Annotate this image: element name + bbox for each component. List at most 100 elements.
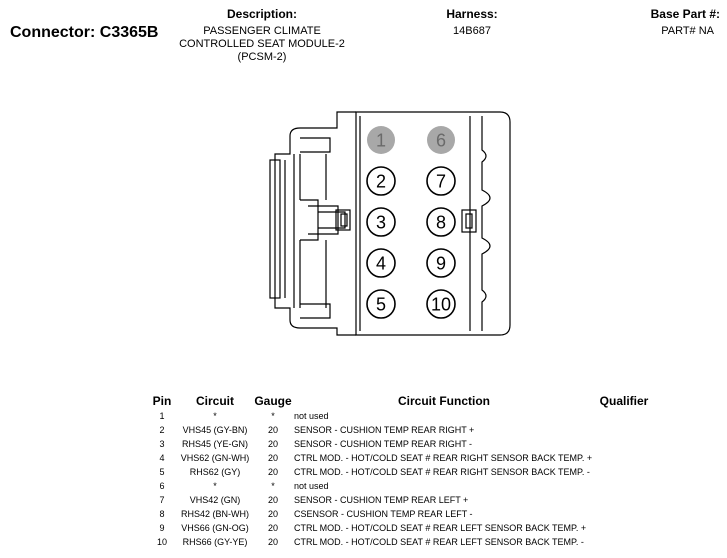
description-value: PASSENGER CLIMATE CONTROLLED SEAT MODULE… [160,25,364,64]
cell-circuit: RHS45 (YE-GN) [181,439,248,449]
cell-qualifier [594,493,654,507]
cell-pin: 9 [159,523,165,533]
cell-function: SENSOR - CUSHION TEMP REAR RIGHT + [294,425,475,435]
pin-cavity-1: 1 [367,126,395,154]
pin-cavity-4: 4 [366,248,396,278]
cell-function: SENSOR - CUSHION TEMP REAR LEFT + [294,495,469,505]
connector-housing [269,111,511,336]
description-line: PASSENGER CLIMATE [203,25,321,37]
pin-cavity-8: 8 [426,207,456,237]
pin-number: 6 [436,131,446,151]
cell-pin: 3 [159,439,165,449]
connector-face-diagram: 1 6 2 7 3 8 4 9 5 10 [269,111,511,336]
base-part-value: PART# NA [661,25,714,37]
pin-circle [367,126,395,154]
pin-circle [366,289,396,319]
cell-gauge: * [271,411,275,421]
cell-circuit: * [213,481,217,491]
cell-qualifier [594,465,654,479]
cell-function: CTRL MOD. - HOT/COLD SEAT # REAR LEFT SE… [294,523,587,533]
cell-function: not used [294,481,329,491]
pin-number: 8 [436,213,446,233]
header-gauge: Gauge [254,394,292,408]
cell-pin: 2 [159,425,165,435]
pin-number: 5 [376,295,386,315]
header-circuit-function: Circuit Function [398,394,490,408]
connector-label: Connector: C3365B [10,24,159,41]
header-qualifier: Qualifier [599,394,649,408]
pin-number: 1 [376,131,386,151]
cell-gauge: 20 [267,453,278,463]
pin-circle [366,166,396,196]
pin-circle [426,289,456,319]
cell-gauge: 20 [267,425,278,435]
cell-qualifier [594,521,654,535]
cell-circuit: RHS62 (GY) [189,467,241,477]
cell-gauge: 20 [267,439,278,449]
pin-cavity-9: 9 [426,248,456,278]
table-row: 1**not used [146,409,654,423]
cell-qualifier [594,451,654,465]
cell-circuit: VHS66 (GN-OG) [181,523,249,533]
pin-layer: 1 6 2 7 3 8 4 9 5 10 [366,126,456,319]
pin-table: Pin Circuit Gauge Circuit Function Quali… [146,393,654,549]
pin-cavity-2: 2 [366,166,396,196]
pin-circle [426,166,456,196]
harness-value: 14B687 [453,25,491,37]
description-title: Description: [226,7,297,21]
cell-pin: 7 [159,495,165,505]
table-row: 6**not used [146,479,654,493]
cell-qualifier [594,423,654,437]
table-row: 8 RHS42 (BN-WH) 20 CSENSOR - CUSHION TEMP R… [146,507,654,521]
cell-circuit: VHS62 (GN-WH) [180,453,250,463]
pin-cavity-6: 6 [427,126,455,154]
table-row: 7 VHS42 (GN) 20 SENSOR - CUSHION TEMP REAR … [146,493,654,507]
table-row: 10 RHS66 (GY-YE) 20 CTRL MOD. - HOT/COLD SE… [146,535,654,549]
cell-pin: 1 [159,411,165,421]
pin-number: 9 [436,254,446,274]
pin-circle [426,207,456,237]
cell-qualifier [594,535,654,549]
pin-number: 4 [376,254,386,274]
cell-circuit: VHS42 (GN) [189,495,241,505]
cell-qualifier [594,479,654,493]
cell-circuit: RHS42 (BN-WH) [180,509,249,519]
cell-circuit: RHS66 (GY-YE) [182,537,248,547]
pin-cavity-10: 10 [426,289,456,319]
table-row: 9 VHS66 (GN-OG) 20 CTRL MOD. - HOT/COLD SEA… [146,521,654,535]
harness-title: Harness: [446,7,498,21]
cell-gauge: 20 [267,537,278,547]
cell-pin: 6 [159,481,165,491]
pin-number: 7 [436,172,446,192]
pin-table-header-row: Pin Circuit Gauge Circuit Function Quali… [146,393,654,409]
cell-function: CTRL MOD. - HOT/COLD SEAT # REAR RIGHT S… [294,467,590,477]
cell-pin: 5 [159,467,165,477]
pin-cavity-7: 7 [426,166,456,196]
cell-qualifier [594,409,654,423]
pin-cavity-5: 5 [366,289,396,319]
cell-function: CTRL MOD. - HOT/COLD SEAT # REAR LEFT SE… [294,537,584,547]
cell-qualifier [594,507,654,521]
cell-pin: 10 [156,537,167,547]
cell-function: CTRL MOD. - HOT/COLD SEAT # REAR RIGHT S… [294,453,593,463]
cell-gauge: 20 [267,495,278,505]
cell-function: not used [294,411,329,421]
cell-gauge: 20 [267,523,278,533]
pin-circle [366,248,396,278]
cell-function: CSENSOR - CUSHION TEMP REAR LEFT - [294,509,473,519]
pin-cavity-3: 3 [366,207,396,237]
pin-circle [427,126,455,154]
cell-function: SENSOR - CUSHION TEMP REAR RIGHT - [294,439,473,449]
header-circuit: Circuit [195,394,234,408]
cell-gauge: 20 [267,509,278,519]
header-pin: Pin [152,394,172,408]
pin-number: 10 [431,295,451,315]
pin-circle [366,207,396,237]
pin-number: 2 [376,172,386,192]
cell-qualifier [594,437,654,451]
cell-pin: 8 [159,509,165,519]
table-row: 3 RHS45 (YE-GN) 20 SENSOR - CUSHION TEMP RE… [146,437,654,451]
